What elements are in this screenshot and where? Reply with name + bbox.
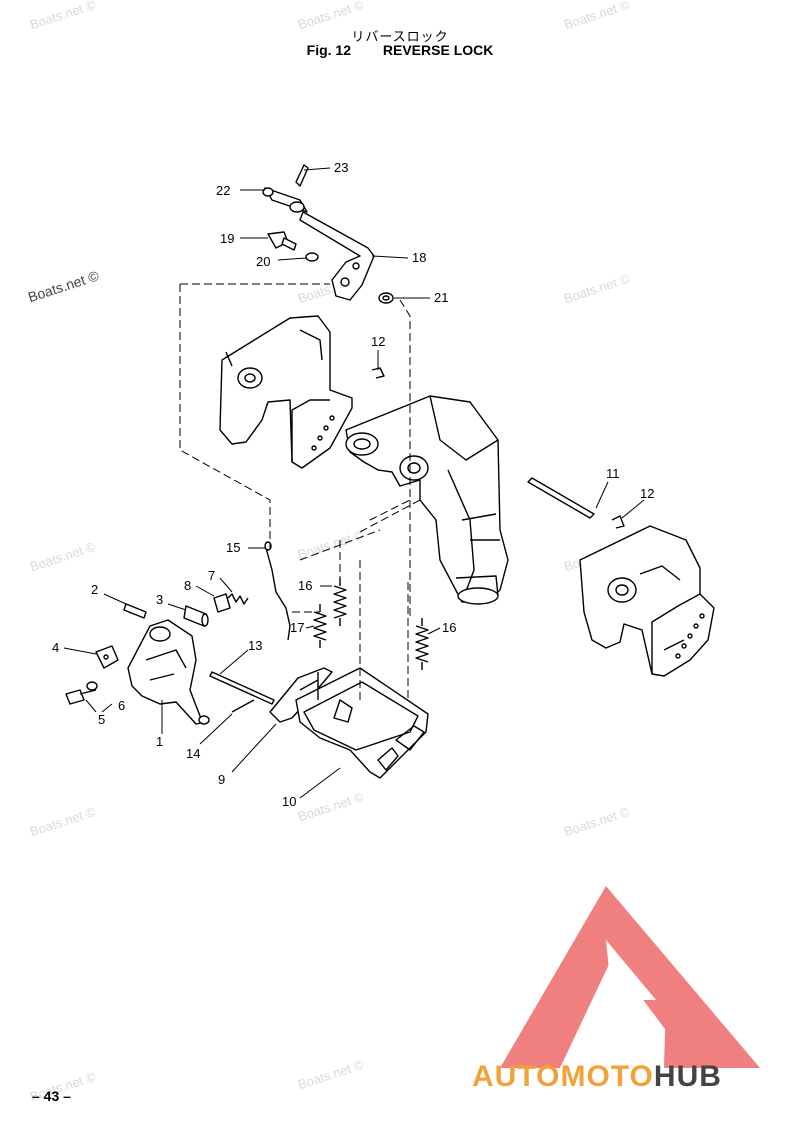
callout-1: 1: [156, 734, 163, 749]
figure-title: Fig. 12 REVERSE LOCK: [0, 42, 800, 58]
clamp-bracket-upper-left: [219, 315, 353, 469]
lever-18: [299, 211, 375, 301]
callout-5: 5: [98, 712, 105, 727]
automotohub-logo-icon: [500, 886, 760, 1068]
bushing-8: [213, 593, 231, 613]
pin-14: [231, 699, 255, 713]
pin-2: [123, 603, 147, 619]
brand-wordmark-part2: HUB: [653, 1060, 722, 1093]
callout-6: 6: [118, 698, 125, 713]
pivot-pin-11: [527, 477, 595, 519]
callout-18: 18: [412, 250, 426, 265]
brand-wordmark: AUTOMOTOHUB: [472, 1060, 722, 1094]
callout-16-center: 16: [298, 578, 312, 593]
callout-21: 21: [434, 290, 448, 305]
rod-22: [262, 187, 308, 213]
clamp-bracket-right: [579, 525, 715, 677]
collar-3: [183, 605, 209, 627]
washer-6: [86, 681, 98, 691]
clip-12-right: [611, 515, 625, 529]
figure-title-japanese: リバースロック: [351, 30, 449, 45]
reverse-lock-arm-9: [269, 667, 333, 723]
swivel-bracket: [345, 395, 509, 605]
callout-13: 13: [248, 638, 262, 653]
callout-14: 14: [186, 746, 200, 761]
page-number: – 43 –: [32, 1088, 71, 1104]
callout-16-right: 16: [442, 620, 456, 635]
bolt-5: [65, 689, 97, 705]
plate-4: [95, 645, 119, 669]
spring-7: [227, 593, 249, 605]
washer-21: [378, 292, 394, 304]
brand-wordmark-part1: AUTOMOTO: [472, 1060, 654, 1093]
callout-17: 17: [290, 620, 304, 635]
callout-20: 20: [256, 254, 270, 269]
washer-20: [305, 252, 319, 262]
callout-8: 8: [184, 578, 191, 593]
spring-16-right: [415, 618, 429, 670]
callout-15: 15: [226, 540, 240, 555]
callout-7: 7: [208, 568, 215, 583]
callout-23: 23: [334, 160, 348, 175]
callout-4: 4: [52, 640, 59, 655]
bolt-19: [267, 231, 297, 251]
pin-23: [295, 164, 309, 187]
reverse-lock-base-10: [295, 667, 429, 779]
callout-22: 22: [216, 183, 230, 198]
callout-3: 3: [156, 592, 163, 607]
spring-17: [313, 604, 327, 648]
callout-12-right: 12: [640, 486, 654, 501]
spring-16-center: [333, 578, 347, 626]
rod-13: [209, 671, 275, 705]
callout-9: 9: [218, 772, 225, 787]
callout-10: 10: [282, 794, 296, 809]
callout-19: 19: [220, 231, 234, 246]
figure-name: REVERSE LOCK: [382, 42, 494, 58]
reverse-lock-lever-1: [127, 619, 210, 725]
callout-2: 2: [91, 582, 98, 597]
callout-11: 11: [606, 466, 620, 481]
callout-12-upper: 12: [371, 334, 385, 349]
clip-12-left: [371, 367, 385, 379]
rod-15: [264, 541, 291, 641]
figure-number: Fig. 12: [306, 42, 351, 58]
